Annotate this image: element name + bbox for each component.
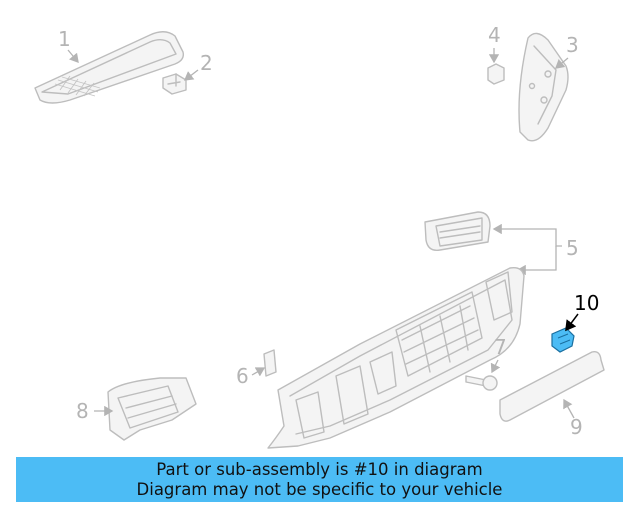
part-7-screw (465, 375, 498, 391)
callout-4: 4 (488, 23, 501, 47)
callout-8: 8 (76, 399, 89, 423)
part-1-panel (34, 31, 185, 104)
info-banner: Part or sub-assembly is #10 in diagram D… (16, 457, 623, 502)
callout-10: 10 (574, 291, 599, 315)
callout-2: 2 (200, 51, 213, 75)
callout-7: 7 (494, 335, 507, 359)
banner-line-2: Diagram may not be specific to your vehi… (136, 480, 503, 499)
callout-5: 5 (566, 236, 579, 260)
part-10-clip (551, 327, 575, 353)
part-3-trim (518, 32, 569, 142)
part-5-vent (424, 211, 491, 251)
instrument-panel-carrier (267, 266, 525, 449)
callout-9: 9 (570, 415, 583, 439)
part-4-clip (487, 63, 505, 85)
banner-line-1: Part or sub-assembly is #10 in diagram (156, 460, 483, 479)
part-8-vent (107, 377, 197, 441)
callout-1: 1 (58, 27, 71, 51)
part-6-clip (263, 349, 277, 377)
callout-6: 6 (236, 364, 249, 388)
part-2-clip (162, 73, 187, 95)
callout-3: 3 (566, 33, 579, 57)
part-9-trim-strip (499, 350, 605, 422)
